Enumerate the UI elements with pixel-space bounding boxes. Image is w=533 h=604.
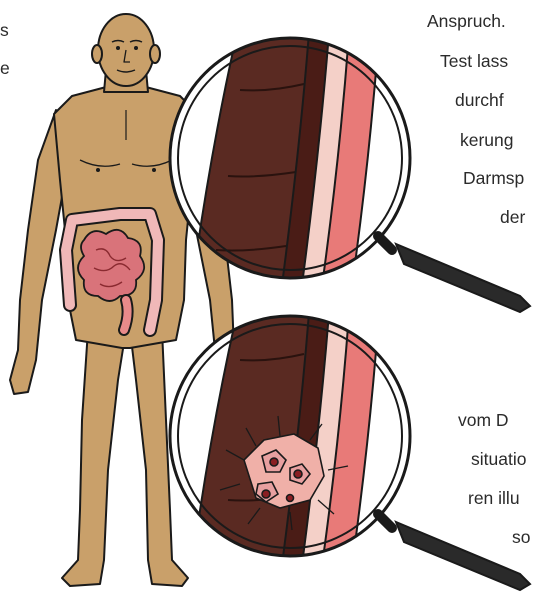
tumor-colon-magnifier: [160, 300, 530, 590]
